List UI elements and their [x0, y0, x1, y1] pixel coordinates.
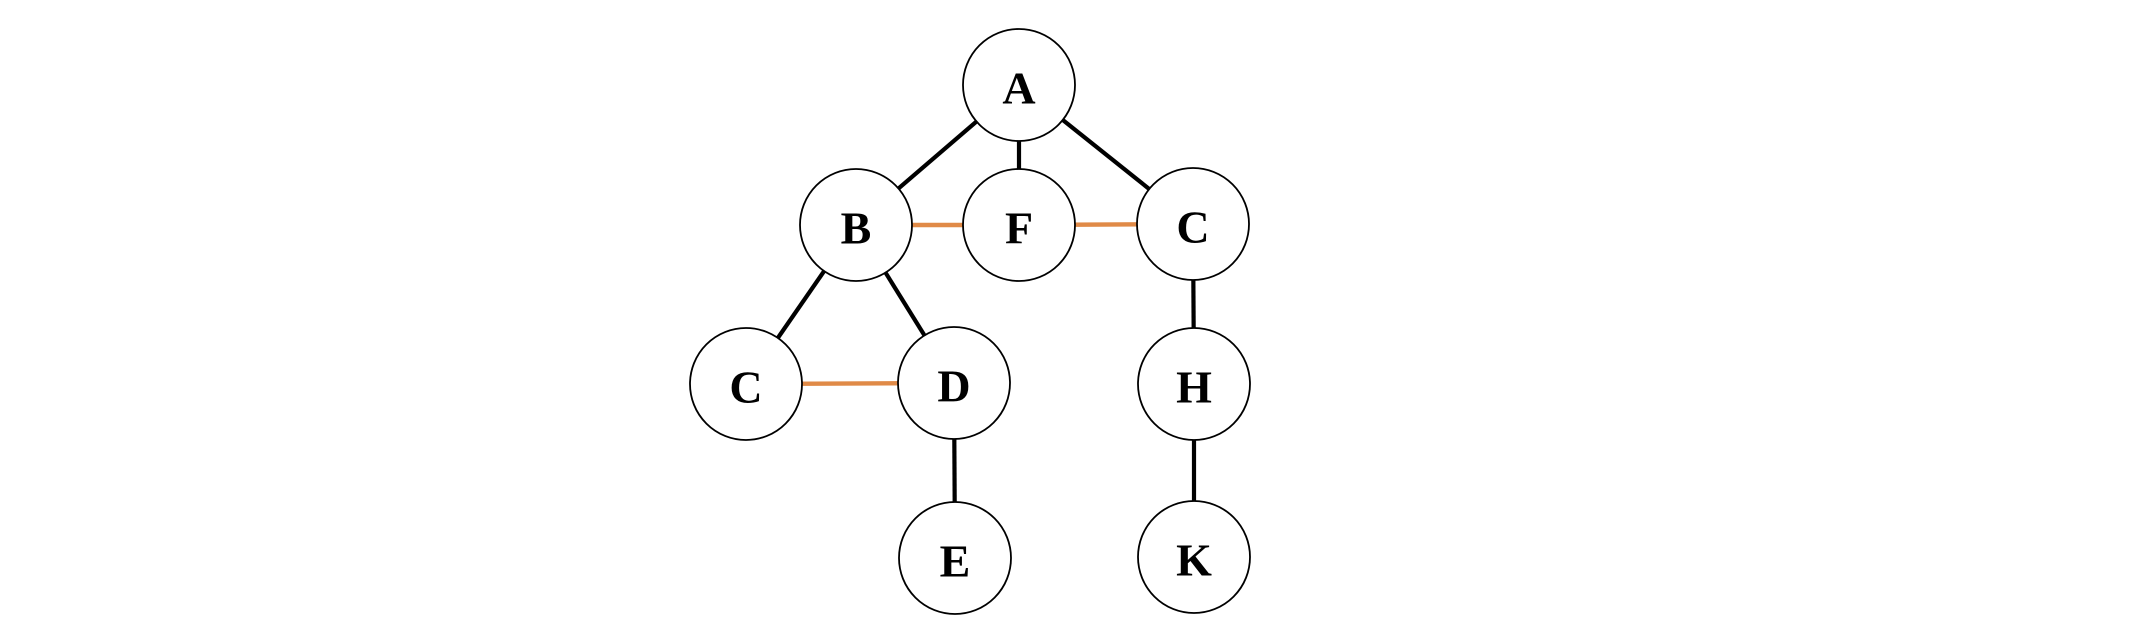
node-K: K — [1137, 500, 1251, 614]
node-circle — [799, 168, 913, 282]
node-D: D — [897, 326, 1011, 440]
node-label: B — [841, 203, 872, 254]
node-F: F — [962, 168, 1076, 282]
node-circle — [897, 326, 1011, 440]
node-circle — [1137, 500, 1251, 614]
node-circle — [1136, 167, 1250, 281]
node-circle — [898, 501, 1012, 615]
node-label: E — [940, 536, 971, 587]
node-H: H — [1137, 327, 1251, 441]
node-label: K — [1176, 535, 1212, 586]
node-label: F — [1005, 203, 1033, 254]
node-circle — [689, 327, 803, 441]
node-A: A — [962, 28, 1076, 142]
node-C2: C — [689, 327, 803, 441]
node-circle — [962, 28, 1076, 142]
node-circle — [962, 168, 1076, 282]
node-label: C — [729, 362, 762, 413]
node-circle — [1137, 327, 1251, 441]
node-label: C — [1176, 202, 1209, 253]
node-B: B — [799, 168, 913, 282]
node-label: D — [937, 361, 970, 412]
node-label: H — [1176, 362, 1212, 413]
node-label: A — [1002, 63, 1035, 114]
node-E: E — [898, 501, 1012, 615]
node-C1: C — [1136, 167, 1250, 281]
